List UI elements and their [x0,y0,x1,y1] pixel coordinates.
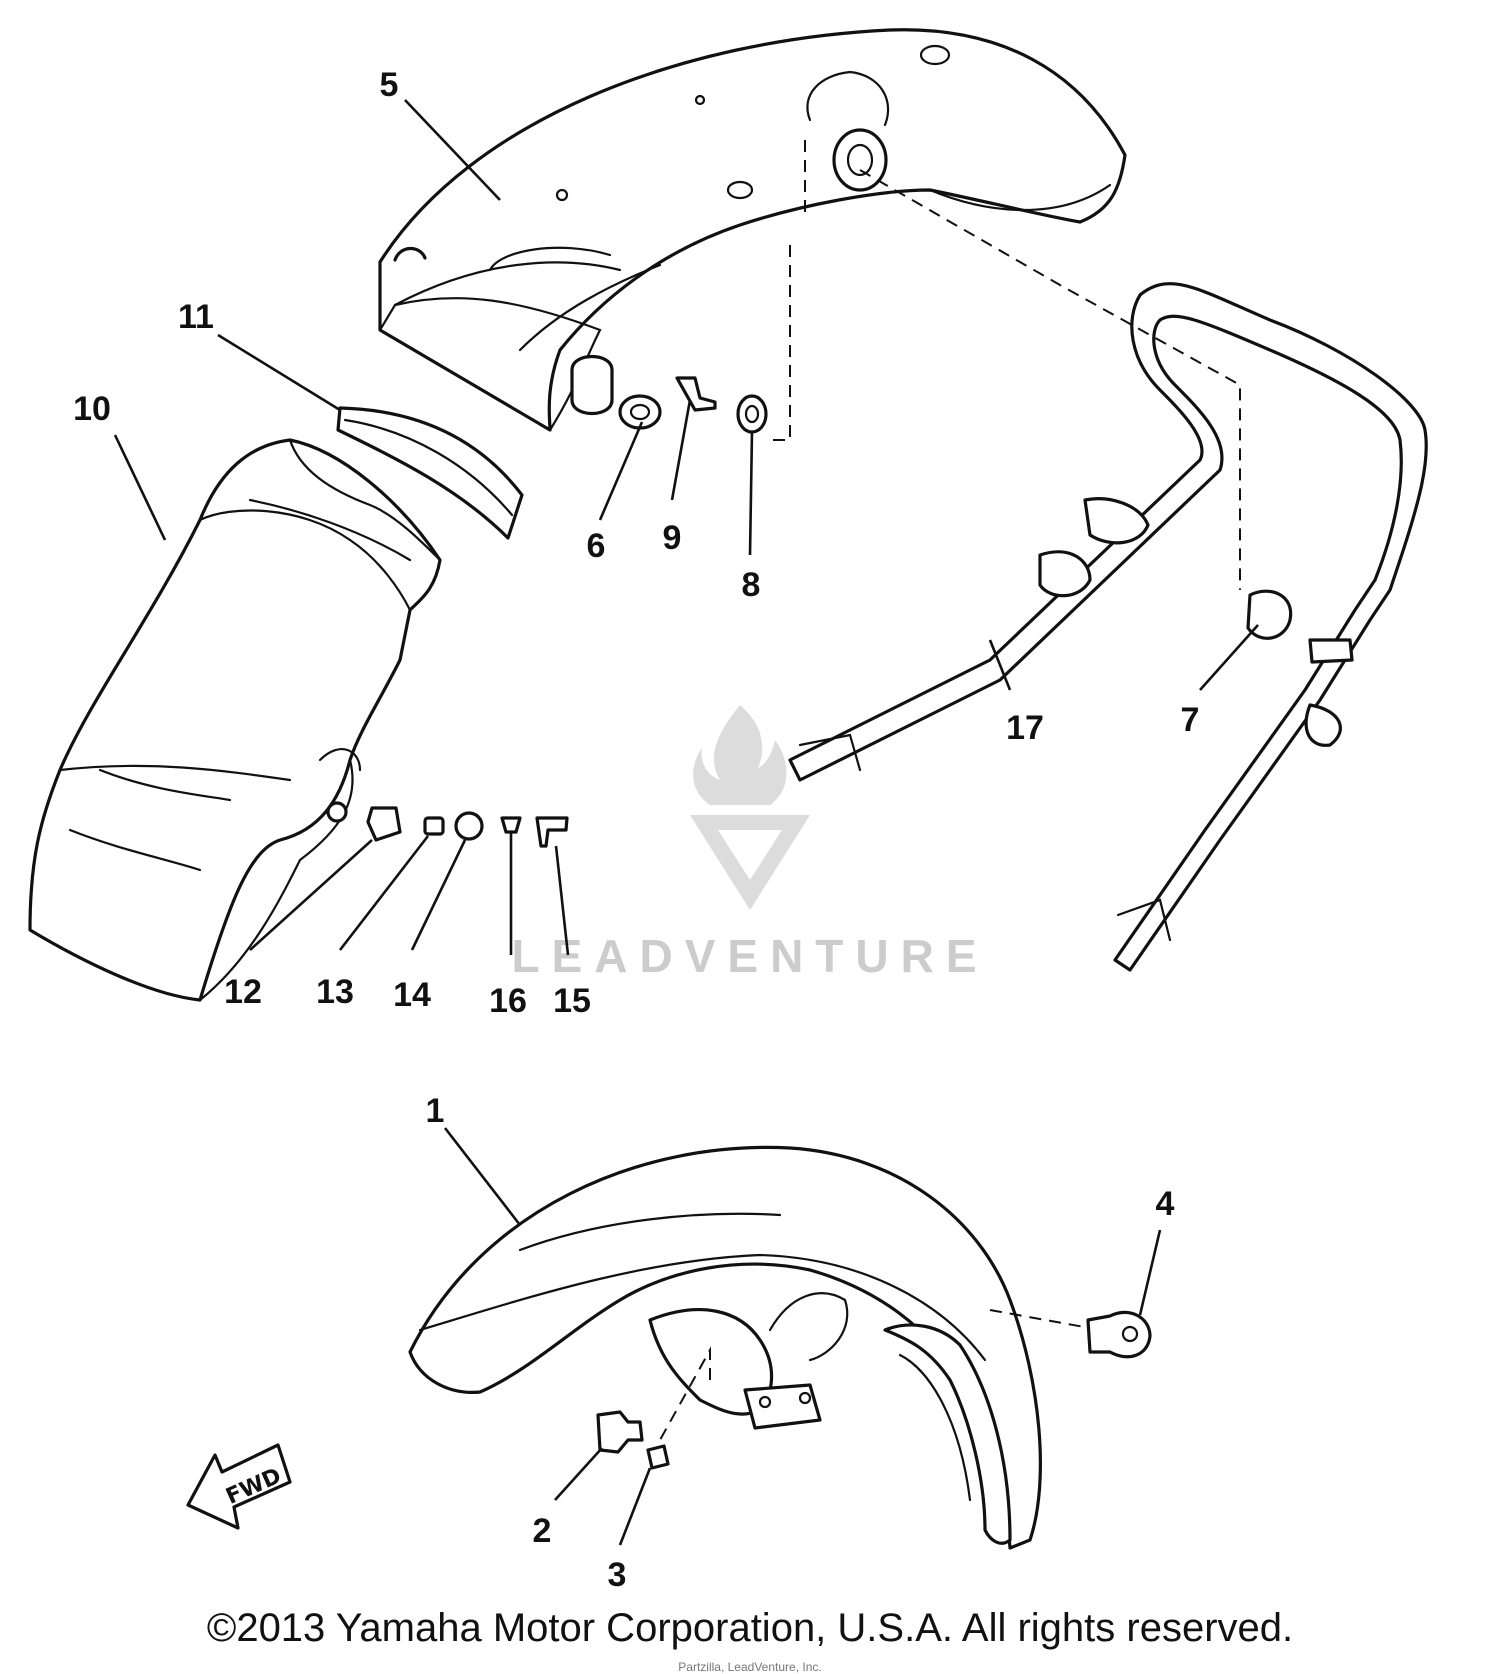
callout-15: 15 [553,982,591,1020]
nut-part-3 [646,1444,670,1470]
callout-labels: 5 11 10 6 9 8 17 7 12 13 14 16 15 1 4 2 … [73,66,1199,1594]
callout-3: 3 [608,1556,627,1594]
callout-8: 8 [742,566,761,604]
nut-part-14 [454,811,484,841]
callout-16: 16 [489,982,527,1020]
damper-part-7 [1246,589,1293,640]
credit-text: Partzilla, LeadVenture, Inc. [678,1660,822,1674]
front-hardware [596,1310,1152,1470]
callout-9: 9 [663,519,682,557]
washer-part-16 [500,816,522,834]
watermark-flame-icon [693,705,787,805]
rear-fender-part-5 [378,28,1127,432]
callout-6: 6 [587,527,606,565]
callout-10: 10 [73,390,111,428]
copyright-notice: ©2013 Yamaha Motor Corporation, U.S.A. A… [206,1606,1294,1650]
bracket-part-4 [1086,1310,1152,1359]
callout-13: 13 [316,973,354,1011]
bolt-part-12 [366,806,402,842]
callout-5: 5 [380,66,399,104]
collar-part-6 [618,394,662,430]
callout-11: 11 [178,298,214,336]
rubber-strip-part-11 [336,406,524,540]
callout-17: 17 [1006,709,1044,747]
screw-part-15 [535,816,569,848]
watermark-text: LEADVENTURE [511,930,988,982]
callout-7: 7 [1181,701,1200,739]
assembly-lines [659,140,1241,1441]
fender-stay-part-17 [788,282,1428,972]
bolt-part-2 [596,1410,644,1454]
bolt-part-9 [675,376,717,412]
watermark: LEADVENTURE [511,705,988,982]
callout-14: 14 [393,976,431,1014]
callout-2: 2 [533,1512,552,1550]
callout-1: 1 [426,1092,445,1130]
rear-flap-part-10 [28,438,442,1002]
fwd-arrow-icon: FWD [186,1443,292,1530]
hardware-row [366,806,569,848]
front-fender-part-1 [408,1145,1042,1550]
leader-lines [113,99,1259,1546]
callout-12: 12 [224,973,262,1011]
callout-4: 4 [1156,1185,1175,1223]
watermark-v-icon [690,815,810,910]
washer-part-8 [736,394,768,434]
collar-part-13 [423,816,445,836]
